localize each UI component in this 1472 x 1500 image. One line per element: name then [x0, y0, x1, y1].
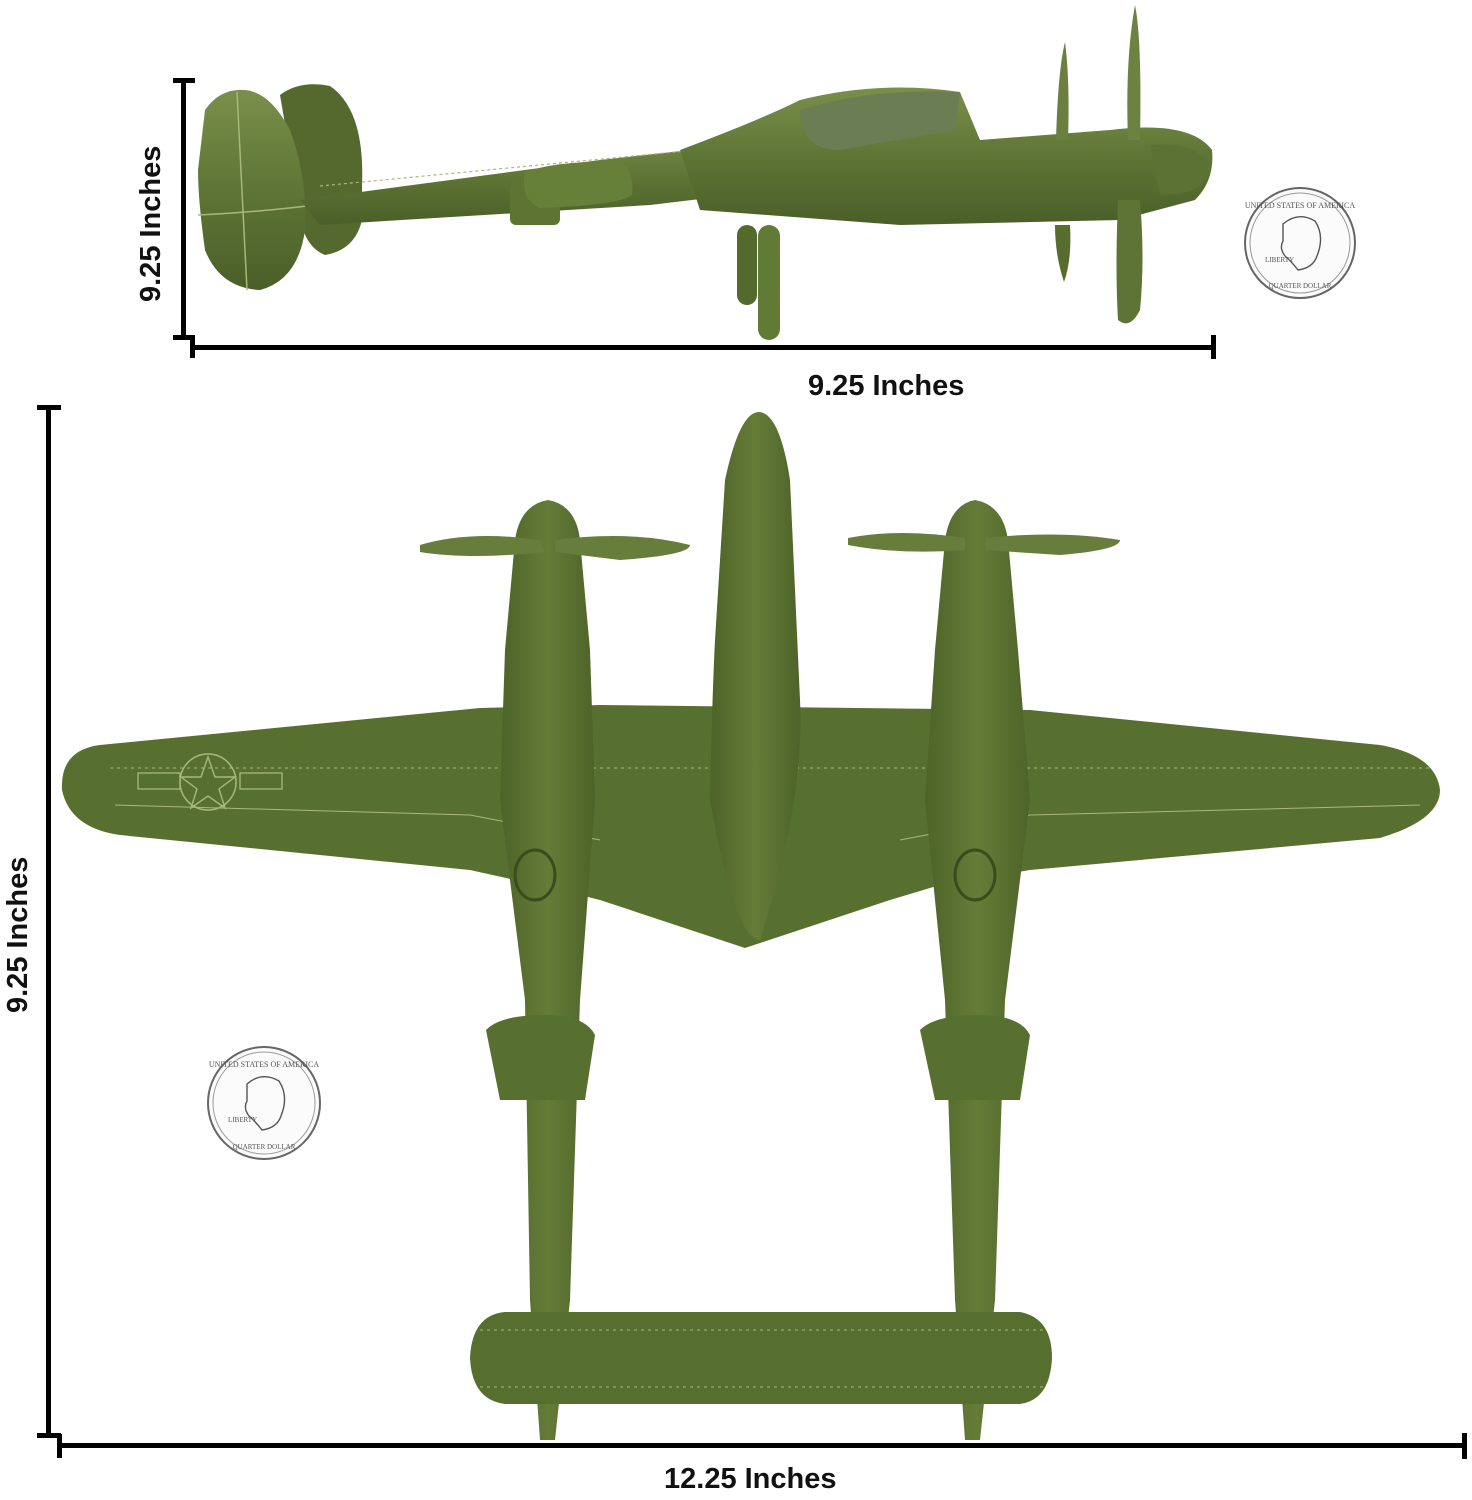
svg-text:UNITED STATES OF AMERICA: UNITED STATES OF AMERICA: [209, 1060, 319, 1069]
side-length-left-tick: [190, 337, 195, 358]
plane-side-profile-image: [197, 5, 1213, 340]
top-length-dimension-line: [46, 406, 51, 1436]
wingspan-left-tick: [57, 1434, 62, 1458]
quarter-coin-top-view: UNITED STATES OF AMERICA LIBERTY QUARTER…: [206, 1045, 322, 1161]
side-length-label: 9.25 Inches: [808, 370, 965, 402]
wingspan-right-tick: [1462, 1433, 1467, 1459]
svg-text:UNITED STATES OF AMERICA: UNITED STATES OF AMERICA: [1245, 201, 1355, 210]
top-length-top-tick: [37, 405, 61, 410]
quarter-coin-side-view: UNITED STATES OF AMERICA LIBERTY QUARTER…: [1243, 186, 1357, 300]
side-length-right-tick: [1211, 335, 1216, 359]
coin-icon: UNITED STATES OF AMERICA LIBERTY QUARTER…: [207, 1046, 321, 1160]
wingspan-label: 12.25 Inches: [664, 1463, 837, 1495]
side-height-dimension-line: [181, 79, 186, 339]
svg-text:LIBERTY: LIBERTY: [228, 1116, 257, 1124]
side-height-top-tick: [173, 78, 195, 83]
coin-icon: UNITED STATES OF AMERICA LIBERTY QUARTER…: [1244, 187, 1356, 299]
side-length-dimension-line: [190, 345, 1216, 350]
svg-text:QUARTER DOLLAR: QUARTER DOLLAR: [233, 1143, 296, 1151]
svg-text:QUARTER DOLLAR: QUARTER DOLLAR: [1269, 282, 1332, 290]
wingspan-dimension-line: [57, 1443, 1465, 1448]
side-height-bottom-tick: [173, 335, 195, 340]
top-length-bottom-tick: [37, 1433, 61, 1438]
svg-text:LIBERTY: LIBERTY: [1265, 256, 1294, 264]
